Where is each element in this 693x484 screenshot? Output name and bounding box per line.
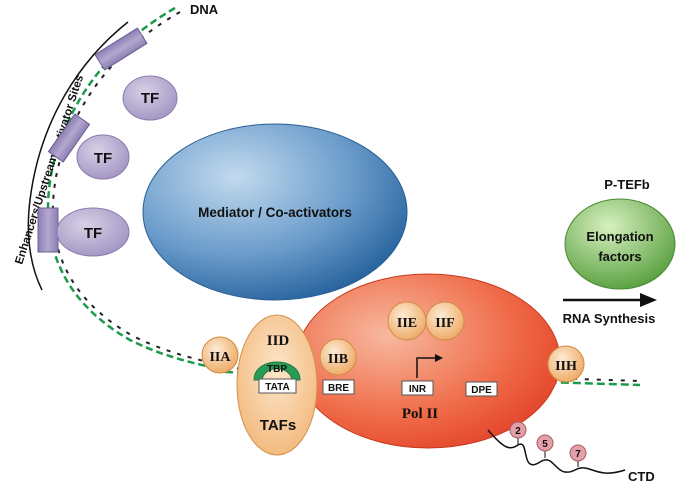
iie: IIE	[387, 301, 427, 341]
tbp-label: TBP	[267, 364, 287, 375]
elongation-label-line2: factors	[598, 249, 641, 264]
ctd-tail	[487, 429, 626, 474]
svg-text:INR: INR	[409, 384, 427, 395]
tf-binding-block	[47, 113, 91, 163]
svg-text:IIE: IIE	[397, 316, 417, 331]
mediator: Mediator / Co-activators	[142, 123, 408, 301]
inr-box: INR	[401, 380, 434, 396]
ctd-site-7: 7	[569, 444, 587, 462]
iih: IIH	[547, 345, 585, 383]
tafs-label: TAFs	[260, 417, 296, 434]
dna-label: DNA	[190, 2, 219, 17]
ctd-site-2: 2	[509, 421, 527, 439]
svg-text:5: 5	[542, 439, 548, 450]
svg-text:IIH: IIH	[555, 359, 577, 374]
transcription-start-arrow	[416, 354, 443, 378]
tata-box: TATA	[258, 378, 297, 394]
tf-label: TF	[94, 150, 112, 167]
iia: IIA	[201, 336, 239, 374]
rna-synthesis-label: RNA Synthesis	[563, 311, 656, 326]
tf-2: TF	[47, 113, 130, 180]
elongation-label-line1: Elongation	[586, 229, 653, 244]
tf-label: TF	[84, 225, 102, 242]
svg-text:DPE: DPE	[471, 385, 492, 396]
svg-text:IIB: IIB	[328, 352, 348, 367]
tf-binding-block	[94, 27, 148, 71]
tbp: TBP	[253, 361, 301, 381]
iib: IIB	[319, 338, 357, 376]
enhancer-bracket	[27, 21, 129, 291]
iif: IIF	[425, 301, 465, 341]
ctd-label: CTD	[628, 469, 655, 484]
mediator-label: Mediator / Co-activators	[198, 205, 352, 220]
ptefb-label: P-TEFb	[604, 177, 650, 192]
dpe-box: DPE	[465, 381, 498, 397]
tf-label: TF	[141, 90, 159, 107]
ctd-site-5: 5	[536, 434, 554, 452]
svg-text:IIF: IIF	[435, 316, 454, 331]
tf-binding-block	[37, 207, 59, 253]
tf-3: TF	[37, 207, 130, 257]
tf-oval	[56, 207, 130, 257]
svg-text:7: 7	[575, 449, 581, 460]
iid-label: IID	[267, 333, 290, 349]
tf-oval	[122, 75, 178, 121]
rna-synthesis-arrow	[563, 293, 657, 307]
svg-text:TATA: TATA	[265, 382, 289, 393]
pol2-label: Pol II	[402, 406, 438, 422]
svg-text:2: 2	[515, 426, 521, 437]
elongation-factors: Elongation factors	[564, 198, 676, 290]
svg-text:BRE: BRE	[328, 383, 349, 394]
svg-text:IIA: IIA	[209, 350, 231, 365]
tf-1: TF	[94, 27, 178, 121]
tf-oval	[76, 134, 130, 180]
bre-box: BRE	[322, 379, 355, 395]
